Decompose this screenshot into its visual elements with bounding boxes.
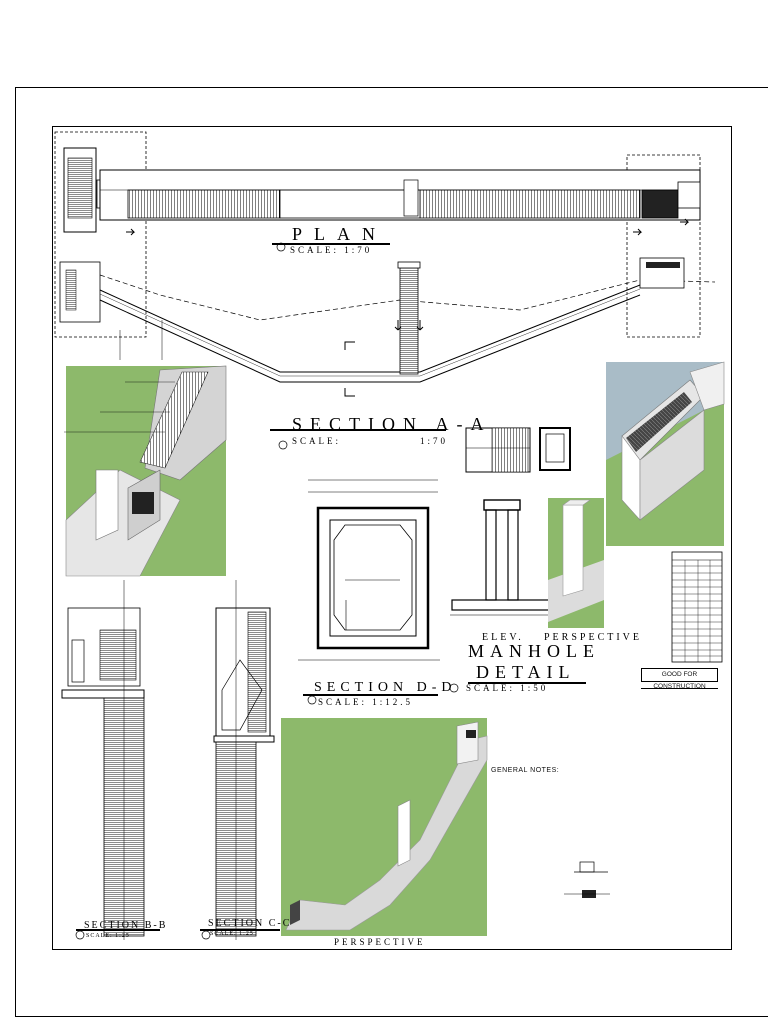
section-dd-view xyxy=(298,479,440,705)
general-notes-title: GENERAL NOTES: xyxy=(491,767,560,774)
general-notes: GENERAL NOTES: xyxy=(487,762,727,947)
plan-scale: SCALE: 1:70 xyxy=(290,245,373,255)
manhole-perspective-label: PERSPECTIVE xyxy=(544,632,643,643)
manhole-detail-view xyxy=(449,427,604,693)
section-bb-title: SECTION B-B xyxy=(84,920,168,931)
sheet-bottom-border xyxy=(15,1016,768,1017)
section-aa-scale-value: 1:70 xyxy=(420,436,449,446)
section-aa-title: SECTION A-A xyxy=(292,414,492,434)
manhole-scale: SCALE: 1:50 xyxy=(466,683,549,693)
drawing-frame xyxy=(52,126,732,950)
section-cc-title: SECTION C-C xyxy=(208,918,292,929)
section-aa-view xyxy=(59,257,716,450)
detail-title: DETAIL xyxy=(476,662,576,682)
section-bb-view xyxy=(61,580,160,940)
section-dd-title: SECTION D-D xyxy=(314,680,457,695)
left-perspective-render xyxy=(64,365,227,577)
main-perspective-label: PERSPECTIVE xyxy=(334,937,426,947)
sheet-top-border xyxy=(15,87,768,88)
plan-title: PLAN xyxy=(292,224,388,244)
plan-view xyxy=(54,131,701,338)
section-cc-view xyxy=(200,580,280,940)
section-bb-scale: SCALE: 1:25 xyxy=(86,933,130,939)
manhole-title: MANHOLE xyxy=(468,641,600,661)
main-perspective-render xyxy=(281,718,488,936)
elev-label: ELEV. xyxy=(482,632,524,643)
notes-sketches xyxy=(564,861,610,898)
section-cc-scale: SCALE: 1:25 xyxy=(210,931,254,937)
sheet-left-border xyxy=(15,87,16,1016)
right-perspective-render xyxy=(606,361,725,546)
good-for-construction-stamp: GOOD FOR CONSTRUCTION xyxy=(641,668,718,690)
schedule-table xyxy=(671,551,723,663)
section-dd-scale: SCALE: 1:12.5 xyxy=(318,697,414,707)
stamp-signature-line xyxy=(641,688,718,689)
section-aa-scale-label: SCALE: xyxy=(292,436,342,446)
